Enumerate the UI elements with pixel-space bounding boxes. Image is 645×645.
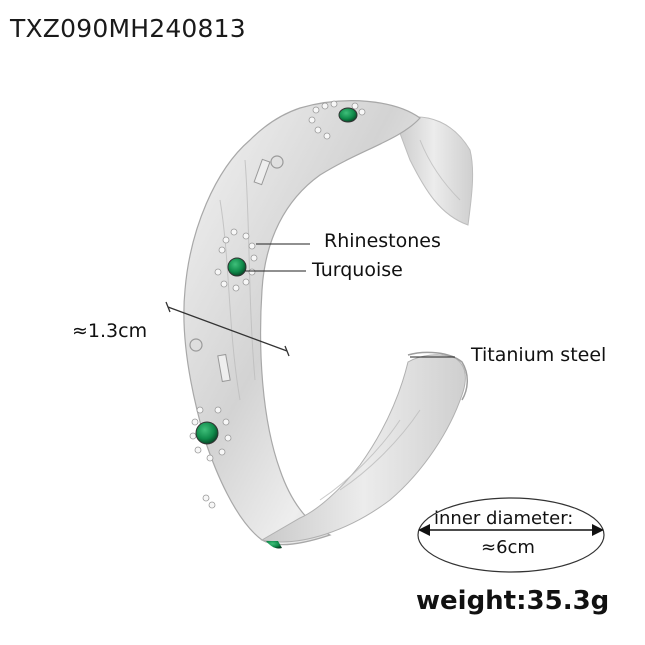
- bracelet-back-end: [394, 116, 474, 226]
- width-measure-line: [165, 301, 290, 357]
- product-sku: TXZ090MH240813: [10, 14, 246, 43]
- titanium-steel-label: Titanium steel: [471, 344, 607, 366]
- width-measure-label: ≈1.3cm: [72, 320, 148, 342]
- inner-diameter-diagram: [417, 497, 605, 573]
- stone-3: [195, 421, 219, 445]
- rhinestones-label: Rhinestones: [324, 230, 441, 252]
- weight-label: weight:35.3g: [416, 586, 610, 616]
- inner-diameter-value: ≈6cm: [481, 537, 535, 558]
- inner-diameter-label: inner diameter:: [434, 508, 574, 529]
- stone-2: [227, 257, 247, 277]
- turquoise-label: Turquoise: [312, 259, 403, 281]
- stone-1: [338, 107, 358, 123]
- stone-4: [266, 541, 282, 549]
